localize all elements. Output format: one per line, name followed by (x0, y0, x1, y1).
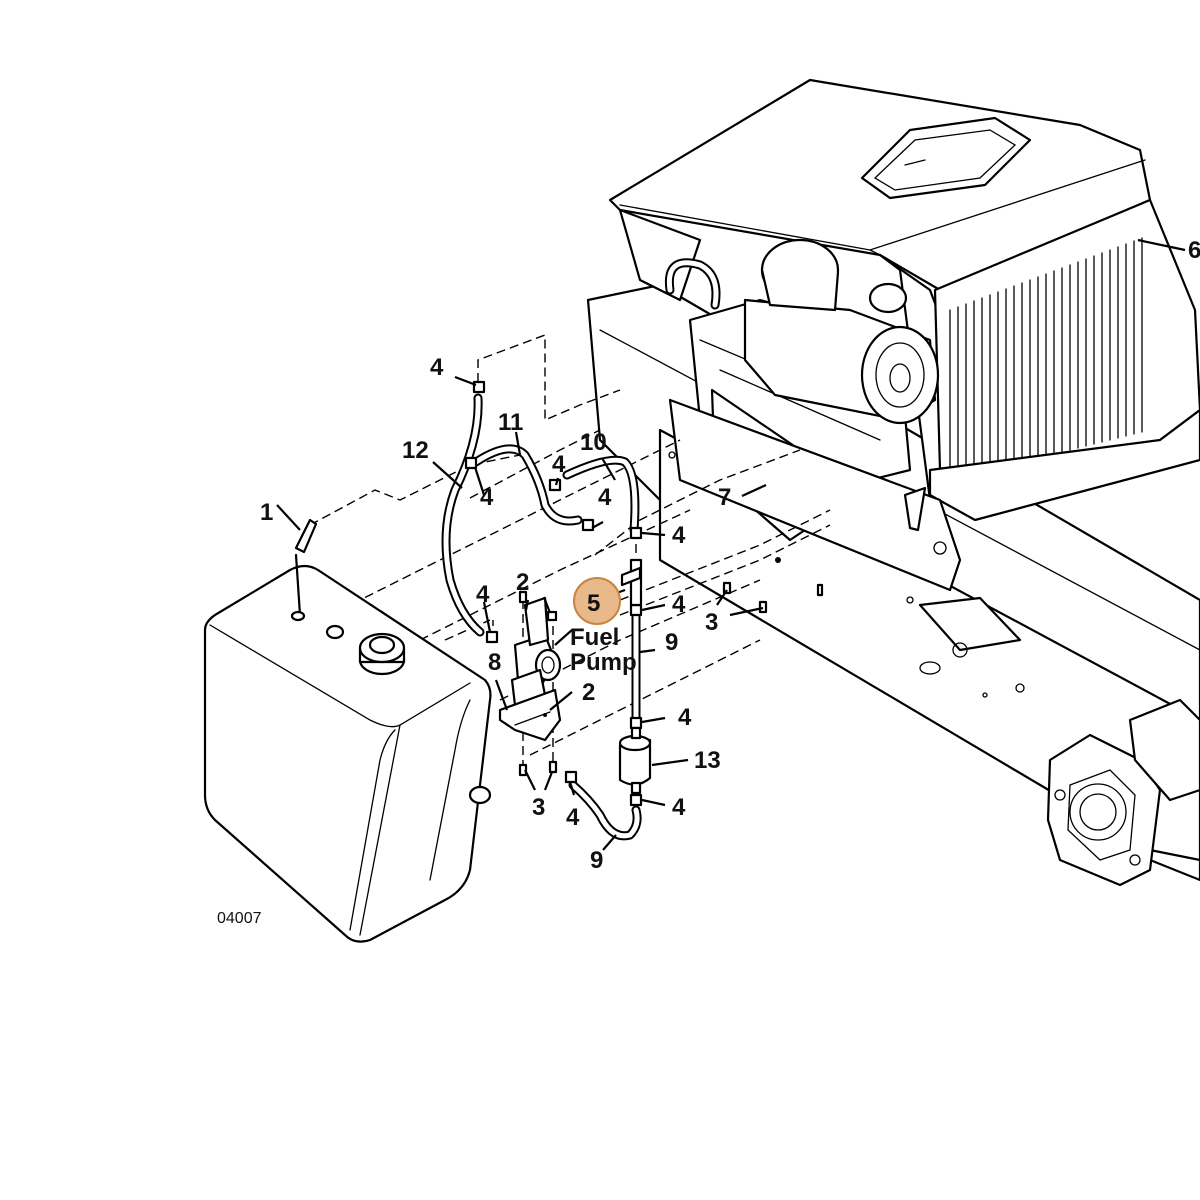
fuel-pump-label-line2: Pump (570, 649, 637, 676)
hoses (441, 393, 642, 841)
clamp (629, 526, 643, 540)
callout-9-lower: 9 (590, 847, 603, 874)
callout-highlight-circle (573, 577, 621, 625)
callout-3-right: 3 (705, 609, 718, 636)
callout-13: 13 (694, 747, 721, 774)
callout-4: 4 (672, 522, 686, 549)
callout-7: 7 (718, 484, 731, 511)
callout-4: 4 (480, 484, 494, 511)
callout-labels: 1 2 2 3 3 4 4 4 4 4 4 4 4 4 4 5 6 7 8 9 … (217, 237, 1200, 927)
fuel-tank (203, 518, 492, 943)
radiator-fins (949, 237, 1143, 481)
rear-plate (1046, 698, 1200, 887)
leader-lines (276, 238, 1186, 851)
callout-11: 11 (498, 409, 523, 436)
fasteners (518, 581, 824, 777)
callout-10: 10 (580, 429, 607, 456)
callout-4: 4 (672, 591, 686, 618)
callout-8: 8 (488, 649, 501, 676)
tee-fitting (620, 558, 643, 607)
callout-4: 4 (598, 484, 612, 511)
fuel-filter (618, 726, 652, 795)
callout-4: 4 (476, 581, 490, 608)
clamp (629, 603, 643, 617)
callout-12: 12 (402, 437, 429, 464)
air-cleaner (743, 238, 940, 425)
clamp (472, 380, 486, 394)
engine-assembly (608, 78, 1200, 592)
drawing-number: 04007 (217, 910, 262, 927)
fuel-pump-label-line1: Fuel (570, 624, 619, 651)
clamp (629, 793, 643, 807)
clamp (564, 770, 578, 784)
callout-2-lower: 2 (582, 679, 595, 706)
callout-4: 4 (678, 704, 692, 731)
clamp (464, 456, 478, 470)
clamp (581, 518, 595, 532)
callout-6: 6 (1188, 237, 1200, 264)
callout-1: 1 (260, 499, 273, 526)
clamp (629, 716, 643, 730)
callout-4: 4 (672, 794, 686, 821)
pump-bracket (498, 688, 562, 742)
callout-4: 4 (566, 804, 580, 831)
callout-5: 5 (587, 590, 600, 617)
callout-9-upper: 9 (665, 629, 678, 656)
clamp (548, 478, 562, 492)
callout-2-upper: 2 (516, 569, 529, 596)
callout-4: 4 (430, 354, 444, 381)
callout-3-bottom: 3 (532, 794, 545, 821)
clamp (485, 630, 499, 644)
callout-4: 4 (552, 451, 566, 478)
